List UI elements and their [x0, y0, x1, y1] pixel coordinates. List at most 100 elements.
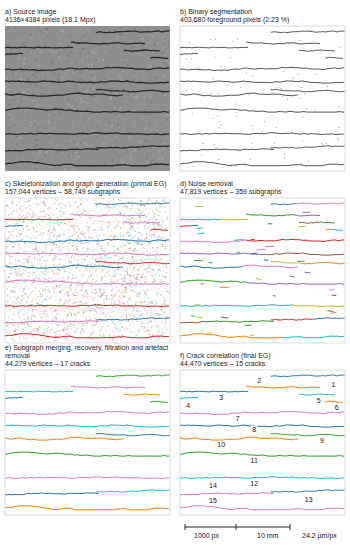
noise-subgraph [121, 278, 123, 279]
noise-subgraph [102, 289, 104, 290]
image-texture [140, 99, 142, 101]
image-texture [53, 44, 55, 46]
image-texture [125, 169, 127, 171]
image-texture [71, 168, 73, 170]
image-texture [103, 35, 105, 37]
noise-speck [186, 90, 187, 91]
noise-subgraph [125, 259, 126, 261]
noise-speck [230, 57, 231, 58]
noise-subgraph [44, 217, 45, 219]
noise-subgraph [55, 247, 57, 248]
image-texture [119, 99, 121, 101]
image-texture [37, 126, 39, 128]
image-texture [147, 147, 149, 149]
image-texture [26, 129, 28, 131]
noise-subgraph [137, 238, 139, 240]
image-texture [129, 94, 131, 96]
noise-subgraph [55, 247, 56, 249]
image-texture [31, 157, 33, 159]
noise-subgraph [70, 289, 71, 291]
noise-subgraph [148, 239, 150, 240]
noise-subgraph [125, 271, 127, 272]
noise-subgraph [79, 327, 80, 329]
noise-subgraph [27, 261, 29, 263]
image-texture [73, 33, 75, 35]
noise-speck [260, 89, 261, 90]
noise-subgraph [144, 278, 145, 280]
image-texture [59, 127, 61, 129]
image-texture [49, 28, 51, 30]
image-texture [39, 51, 41, 53]
image-texture [14, 50, 16, 52]
image-texture [49, 152, 51, 154]
image-texture [63, 33, 65, 35]
image-texture [51, 150, 53, 152]
noise-subgraph [90, 310, 91, 312]
image-texture [82, 35, 84, 37]
noise-subgraph [131, 221, 132, 223]
noise-subgraph [130, 275, 132, 277]
image-texture [37, 71, 39, 73]
crack-line [71, 42, 145, 44]
image-texture [150, 74, 152, 76]
image-texture [109, 78, 111, 80]
noise-subgraph [114, 273, 116, 275]
noise-subgraph [85, 242, 86, 243]
crack-line [180, 47, 248, 49]
noise-subgraph [70, 291, 71, 292]
image-texture [163, 62, 165, 64]
noise-subgraph [56, 244, 58, 246]
noise-subgraph [47, 224, 48, 225]
image-texture [149, 162, 151, 164]
image-texture [161, 151, 163, 153]
noise-subgraph [87, 297, 89, 298]
image-texture [131, 47, 133, 49]
image-texture [110, 163, 112, 165]
noise-subgraph [155, 264, 157, 266]
noise-speck [235, 104, 236, 105]
image-texture [36, 130, 38, 132]
noise-subgraph [62, 329, 63, 331]
noise-subgraph [61, 215, 62, 217]
image-texture [9, 100, 11, 102]
noise-subgraph [116, 330, 117, 332]
noise-subgraph [96, 275, 98, 277]
image-texture [84, 137, 86, 139]
image-texture [114, 152, 116, 154]
image-texture [114, 74, 116, 76]
image-texture [142, 41, 144, 43]
image-texture [142, 54, 144, 56]
image-texture [74, 108, 76, 110]
image-texture [88, 122, 90, 124]
noise-subgraph [149, 302, 151, 304]
noise-subgraph [44, 273, 46, 276]
noise-subgraph [160, 228, 162, 229]
image-texture [97, 126, 99, 128]
image-texture [19, 64, 21, 66]
noise-subgraph [40, 311, 41, 312]
image-texture [39, 140, 41, 142]
image-ground [5, 26, 170, 171]
image-texture [86, 144, 88, 146]
noise-subgraph [108, 203, 110, 204]
noise-subgraph [43, 216, 45, 217]
image-texture [72, 146, 74, 148]
noise-subgraph [140, 293, 141, 296]
image-texture [141, 75, 143, 77]
noise-subgraph [127, 302, 129, 305]
noise-subgraph [137, 310, 139, 311]
image-texture [45, 127, 47, 129]
image-texture [25, 91, 27, 93]
image-texture [166, 63, 168, 65]
image-texture [49, 157, 51, 159]
noise-speck [198, 67, 199, 68]
image-texture [125, 32, 127, 34]
image-texture [29, 99, 31, 101]
image-texture [69, 51, 71, 53]
noise-subgraph [30, 291, 32, 292]
noise-subgraph [118, 290, 120, 292]
image-texture [35, 60, 37, 62]
noise-subgraph [120, 211, 121, 213]
image-texture [5, 168, 7, 170]
noise-subgraph [113, 245, 114, 247]
